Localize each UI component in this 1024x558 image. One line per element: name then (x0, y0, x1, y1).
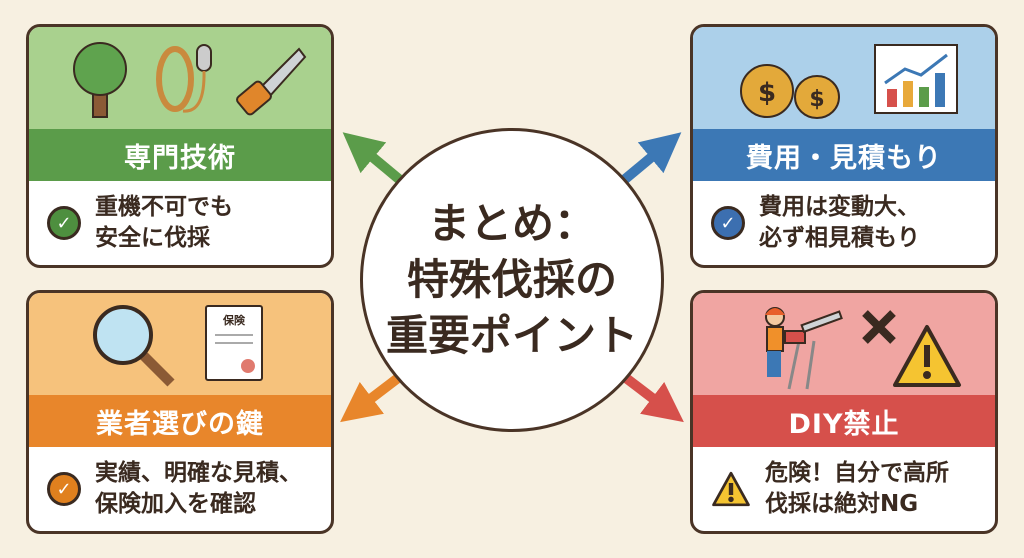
insurance-document-icon: 保険 (205, 305, 263, 381)
worker-chainsaw-icon (765, 307, 843, 390)
card-illustration: 保険 (29, 293, 331, 395)
card-text: 重機不可でも 安全に伐採 (95, 194, 233, 251)
card-title: DIY禁止 (693, 395, 995, 447)
arrow-to-cost (620, 132, 682, 184)
card-text: 費用は変動大、 必ず相見積もり (759, 194, 920, 251)
summary-line: まとめ： (427, 199, 596, 248)
card-title: 専門技術 (29, 129, 331, 181)
saw-icon (236, 47, 307, 116)
arrow-to-expertise (342, 132, 404, 184)
money-bag-icon: $$ (740, 64, 840, 119)
card-title: 費用・見積もり (693, 129, 995, 181)
card-illustration (693, 293, 995, 395)
arrow-to-diy (622, 374, 684, 423)
card-illustration (29, 27, 331, 129)
card-expertise: 専門技術 ✓ 重機不可でも 安全に伐採 (26, 24, 334, 268)
card-text: 危険！自分で高所 伐採は絶対NG (765, 460, 949, 517)
arrow-to-contractor (340, 374, 402, 423)
document-label: 保険 (223, 314, 245, 327)
svg-text:$: $ (758, 78, 776, 108)
svg-text:$: $ (809, 87, 824, 112)
check-icon: ✓ (711, 206, 745, 240)
card-title: 業者選びの鍵 (29, 395, 331, 447)
card-text: 実績、明確な見積、 保険加入を確認 (95, 460, 302, 517)
card-diy-prohibited: DIY禁止 危険！自分で高所 伐採は絶対NG (690, 290, 998, 534)
check-icon: ✓ (47, 472, 81, 506)
card-cost-estimate: $$ 費用・見積もり ✓費用は変動大、 必ず相見積もり (690, 24, 998, 268)
check-icon: ✓ (47, 206, 81, 240)
warning-icon (712, 471, 750, 507)
summary-line: 重要ポイント (385, 311, 638, 360)
warning-icon (893, 325, 961, 387)
summary-line: 特殊伐採の (406, 255, 617, 304)
summary-circle: まとめ： 特殊伐採の 重要ポイント (360, 128, 664, 432)
tree-icon (73, 42, 127, 118)
card-illustration: $$ (693, 27, 995, 129)
cross-icon (862, 310, 896, 344)
bar-chart-icon (874, 44, 958, 114)
magnifier-icon (93, 305, 175, 387)
card-contractor-selection: 保険 業者選びの鍵 ✓ 実績、明確な見積、 保険加入を確認 (26, 290, 334, 534)
rope-icon (156, 44, 212, 113)
